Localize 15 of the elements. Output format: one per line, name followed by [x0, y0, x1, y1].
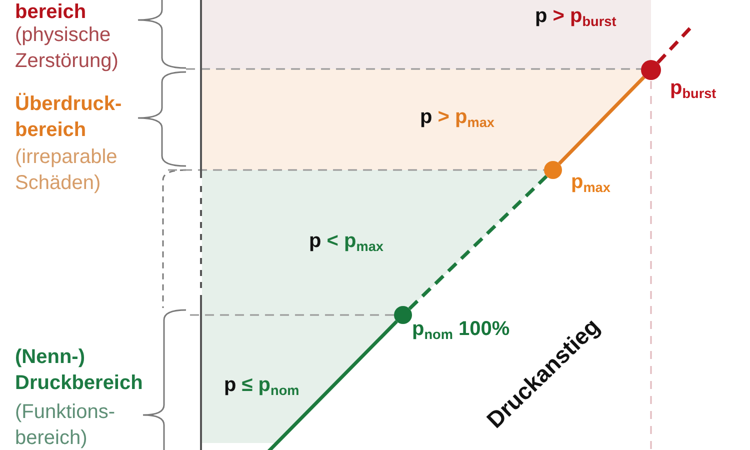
zone-label: p ≤ p$_{nom}$	[224, 373, 300, 397]
range-heading: bereich	[15, 0, 88, 25]
line-segment	[408, 175, 548, 310]
range-note: (Funktions- bereich)	[15, 400, 116, 450]
zone-label: p > p$_{burst}$	[535, 4, 616, 28]
range-note: (irreparable Schäden)	[15, 145, 118, 196]
range-heading: (Nenn-) Druckbereich	[15, 345, 144, 396]
zone-label: p < p$_{max}$	[309, 229, 384, 253]
range-heading: Überdruck- bereich	[15, 92, 123, 143]
line-segment	[558, 76, 646, 165]
zone-area	[202, 0, 651, 69]
point-label: p$_{max}$	[571, 170, 610, 194]
range-note: (physische Zerstörung)	[15, 23, 120, 74]
zone-label: p > p$_{max}$	[420, 105, 494, 129]
point-label: p$_{burst}$	[670, 76, 716, 100]
